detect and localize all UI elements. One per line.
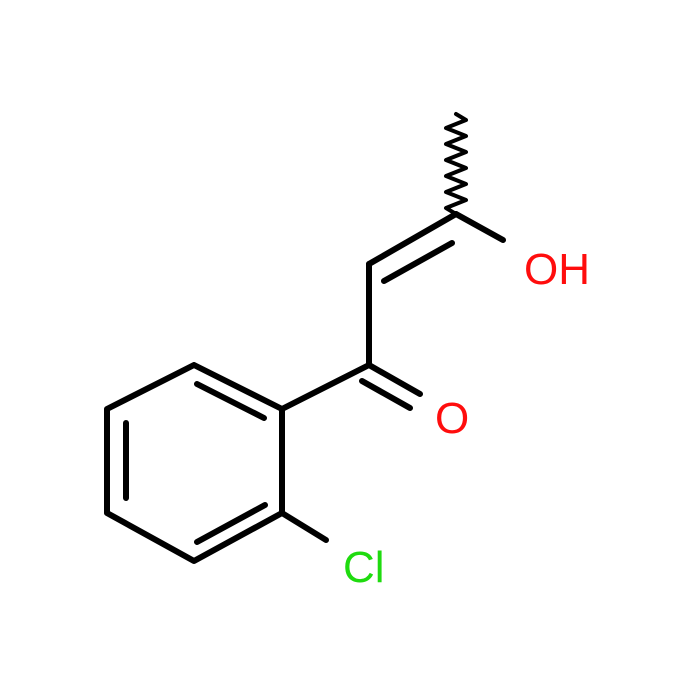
alkene-double-bond-b (381, 240, 455, 284)
chlorine-label: Cl (343, 543, 385, 592)
ring-carbonyl-bond (279, 362, 372, 412)
carbonyl-double-bond-a (366, 362, 423, 397)
hydroxyl-bond (453, 211, 506, 243)
chlorine-bond (279, 510, 329, 543)
carbonyl-double-bond-b (359, 378, 413, 411)
hydroxyl-label: OH (524, 245, 590, 294)
wavy-methyl-bond (444, 112, 468, 216)
benzene-ring (104, 362, 285, 564)
carbonyl-oxygen-label: O (435, 394, 469, 443)
alkene-double-bond-a (366, 211, 459, 267)
aromatic-double-bond-bottom (194, 502, 268, 545)
aromatic-double-bond-top (194, 381, 267, 421)
